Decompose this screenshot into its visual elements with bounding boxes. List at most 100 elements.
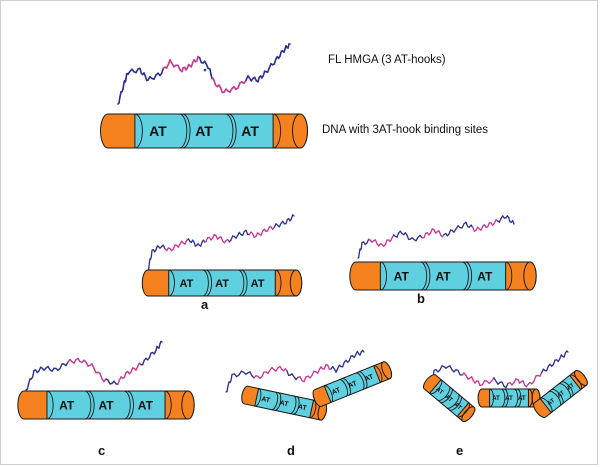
- dna-segment-divider: [420, 261, 428, 291]
- at-hook-segment: [205, 237, 209, 243]
- at-site-label: AT: [180, 278, 194, 290]
- protein-segment: [209, 68, 212, 76]
- protein-segment: [148, 262, 150, 270]
- at-hook-segment: [220, 236, 224, 242]
- at-hook-segment: [116, 379, 121, 386]
- free-hmga-protein: [117, 43, 291, 105]
- at-site-label: AT: [556, 390, 566, 400]
- panel-label-b: b: [417, 291, 425, 306]
- protein-segment: [193, 241, 196, 247]
- protein-segment: [290, 214, 294, 220]
- dna-segment-divider: [342, 377, 351, 396]
- dna-segment-divider: [423, 261, 431, 291]
- at-hook-segment: [130, 367, 134, 373]
- protein-segment: [273, 57, 277, 65]
- dna-segment-divider: [225, 113, 234, 149]
- protein-segment: [148, 352, 152, 359]
- at-hook-segment: [303, 376, 307, 383]
- protein-segment: [160, 67, 165, 75]
- protein-segment: [158, 343, 161, 349]
- dna-segment-divider: [446, 393, 460, 409]
- at-hook-segment: [533, 375, 537, 382]
- at-hook-segment: [219, 87, 224, 94]
- protein-segment: [59, 363, 63, 370]
- dna-segment-divider: [182, 113, 191, 149]
- dna-end-left: [141, 269, 170, 297]
- dna-segment-divider: [358, 371, 368, 389]
- at-site-label: AT: [505, 396, 513, 402]
- at-hook-segment: [261, 371, 265, 378]
- protein-segment: [335, 367, 339, 373]
- dna-segment-divider: [465, 261, 473, 291]
- at-site-label: AT: [241, 123, 259, 139]
- dna-segment-divider: [439, 388, 453, 404]
- protein-segment: [449, 365, 453, 371]
- protein-segment: [396, 232, 400, 238]
- dna-segment-divider: [548, 390, 562, 407]
- at-hook-segment: [471, 376, 474, 382]
- dna-segment-divider: [462, 261, 469, 291]
- protein-segment: [546, 365, 549, 372]
- at-hook-segment: [172, 244, 176, 250]
- at-hook-segment: [267, 226, 270, 232]
- protein-segment: [406, 234, 410, 241]
- at-hook-segment: [275, 367, 279, 372]
- protein-segment: [415, 236, 419, 242]
- at-site-label: AT: [547, 398, 557, 408]
- protein-segment: [439, 365, 443, 371]
- dna-end-left: [312, 385, 332, 407]
- protein-segment: [200, 241, 203, 247]
- protein-segment: [366, 238, 370, 244]
- dna-end-left: [422, 374, 442, 395]
- dna-body: [314, 361, 390, 407]
- at-site-label: AT: [364, 373, 375, 383]
- dna-end-left: [241, 385, 260, 407]
- protein-segment: [155, 245, 158, 251]
- dna-segment-divider: [238, 269, 245, 297]
- protein-segment: [148, 258, 151, 265]
- protein-segment: [162, 244, 166, 250]
- dna-segment-divider: [289, 395, 297, 414]
- protein-segment: [360, 241, 363, 249]
- at-hook-segment: [299, 376, 303, 382]
- dna-segment-divider: [437, 385, 451, 401]
- panel-label-d: d: [287, 443, 295, 458]
- dna-body: [424, 375, 475, 422]
- dna-end-left: [17, 390, 48, 420]
- dna-end-face: [574, 369, 588, 386]
- protein-segment: [238, 370, 242, 376]
- dna-segment-divider: [551, 388, 564, 405]
- dna-end-face: [181, 390, 195, 420]
- at-site-label: AT: [394, 269, 410, 283]
- protein-segment: [465, 221, 469, 228]
- dna-end-left: [349, 261, 381, 291]
- dna-end-face: [381, 361, 393, 380]
- protein-panel-d: [225, 349, 365, 393]
- at-site-label: AT: [261, 396, 272, 405]
- dna-end-face: [292, 113, 308, 149]
- dna-segment-divider: [355, 372, 365, 391]
- at-site-label: AT: [434, 387, 444, 397]
- protein-panel-a: [147, 214, 295, 271]
- protein-panel-c: [25, 340, 163, 391]
- dna-segment-divider: [123, 390, 131, 420]
- at-site-label: AT: [195, 123, 213, 139]
- protein-segment: [257, 76, 261, 83]
- protein-segment: [512, 219, 515, 225]
- at-hook-segment: [85, 361, 89, 367]
- at-site-label: AT: [444, 394, 454, 404]
- protein-segment: [348, 355, 352, 362]
- at-hook-segment: [317, 368, 320, 374]
- dna-segment-divider: [500, 388, 506, 408]
- at-hook-segment: [539, 371, 543, 377]
- dna-segment-divider: [87, 390, 95, 420]
- at-hook-segment: [481, 380, 486, 386]
- at-hook-segment: [252, 233, 255, 239]
- protein-segment: [118, 95, 121, 104]
- at-hook-segment: [327, 364, 330, 370]
- at-hook-segment: [311, 370, 315, 377]
